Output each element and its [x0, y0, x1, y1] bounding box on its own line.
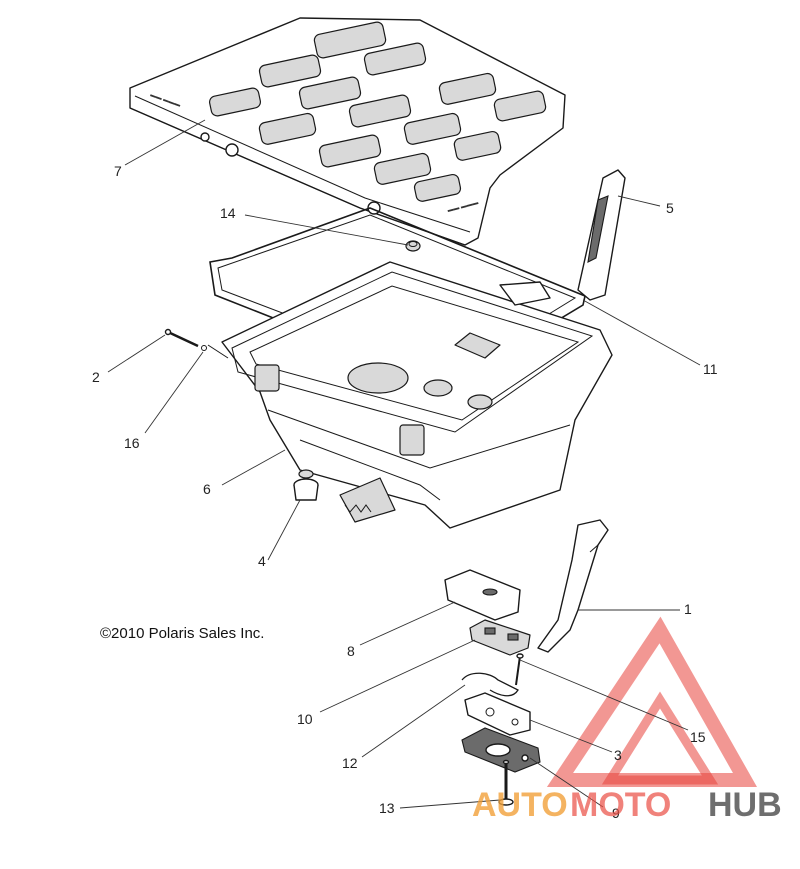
part-base-plate: [461, 727, 541, 773]
part-gasket-plate: [464, 692, 531, 736]
watermark-auto: AUTO: [472, 786, 568, 824]
callout-6: 6: [203, 481, 211, 497]
part-storage-box: [207, 261, 613, 529]
part-latch-block: [444, 569, 521, 621]
part-clip: [201, 345, 207, 351]
callout-1: 1: [684, 601, 692, 617]
callout-5: 5: [666, 200, 674, 216]
callout-2: 2: [92, 369, 100, 385]
part-screw-15: [515, 653, 524, 686]
part-pin: [164, 328, 199, 348]
callout-11: 11: [703, 361, 718, 377]
callout-8: 8: [347, 643, 355, 659]
callout-4: 4: [258, 553, 266, 569]
callout-7: 7: [114, 163, 122, 179]
part-grommet-14: [405, 240, 421, 252]
watermark-hub: HUB: [708, 786, 782, 824]
copyright-notice: ©2010 Polaris Sales Inc.: [100, 625, 264, 642]
watermark-wordmark: AUTO MOTO HUB: [472, 786, 782, 824]
part-bracket: [537, 519, 609, 653]
part-lid: ▬▬ ▬▬▬ ▬▬ ▬▬▬: [129, 17, 566, 246]
part-spring: [461, 672, 519, 697]
callout-15: 15: [690, 729, 706, 745]
part-latch-mechanism: [469, 619, 531, 656]
callout-16: 16: [124, 435, 140, 451]
part-bolt: [498, 759, 514, 806]
part-bumper: [293, 469, 319, 501]
callout-3: 3: [614, 747, 622, 763]
callout-14: 14: [220, 205, 236, 221]
watermark-moto: MOTO: [570, 786, 671, 824]
callout-numbers: 1 2 3 4 5 6 7 8 9 10 11 12 13 14 15 16: [92, 163, 718, 821]
callout-12: 12: [342, 755, 358, 771]
leader-lines: [107, 119, 701, 809]
callout-10: 10: [297, 711, 313, 727]
watermark-logo: [546, 616, 758, 787]
callout-13: 13: [379, 800, 395, 816]
part-latch-strap: [577, 169, 626, 301]
callout-9: 9: [612, 805, 620, 821]
